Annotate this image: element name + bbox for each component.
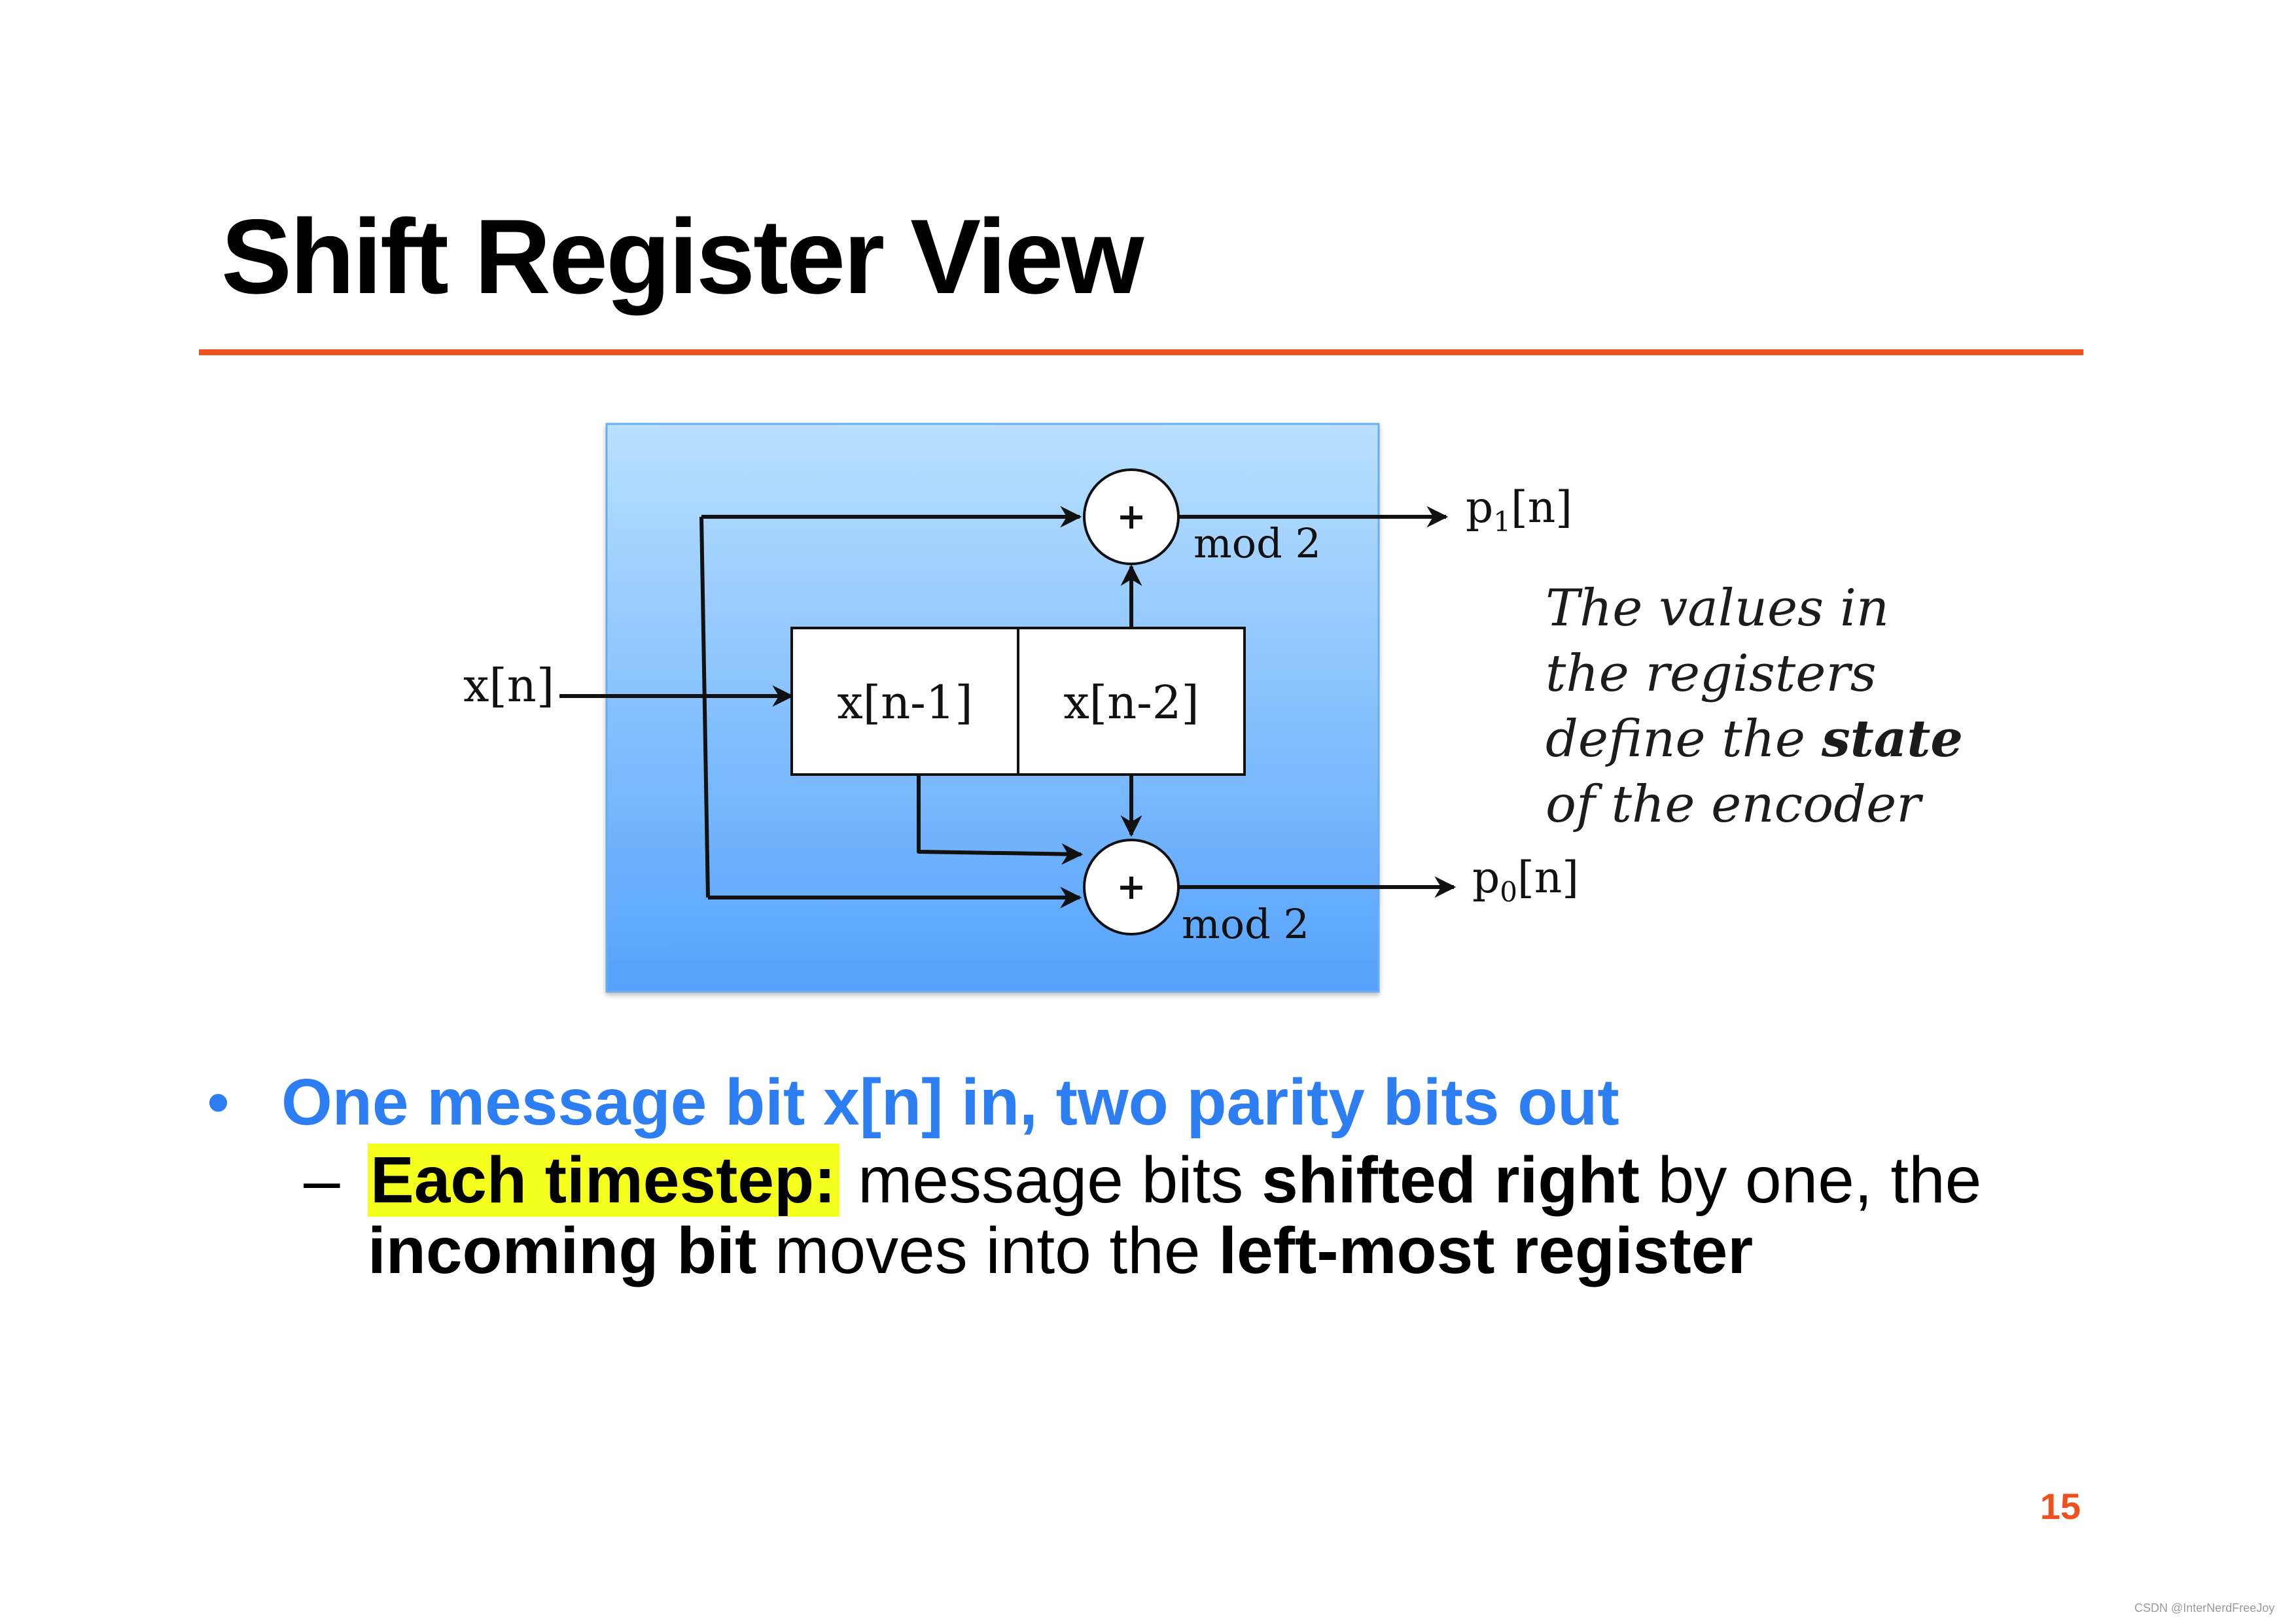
sub-bullet-marker: – xyxy=(304,1143,340,1217)
top-adder-symbol: + xyxy=(1116,495,1146,537)
bottom-mod-label: mod 2 xyxy=(1182,900,1309,948)
output-p1-label: p1[n] xyxy=(1466,482,1572,538)
sub-bullet-text: Each timestep: message bits shifted righ… xyxy=(368,1143,2200,1286)
reg1-to-bottom-adder xyxy=(917,775,1084,865)
sub-bullet-text-part: moves into the xyxy=(756,1214,1219,1287)
bullet-marker: • xyxy=(207,1066,230,1139)
top-mod-label: mod 2 xyxy=(1193,519,1321,567)
state-note-text: define the xyxy=(1545,710,1822,769)
sub-bullet-text-part: by one, the xyxy=(1639,1143,1982,1217)
emphasis-incoming-bit: incoming bit xyxy=(368,1214,757,1287)
sub-bullet-line-2: incoming bit moves into the left-most re… xyxy=(368,1215,2200,1286)
state-note: The values in the registers define the s… xyxy=(1545,576,2043,837)
slide-title: Shift Register View xyxy=(221,198,1144,316)
bottom-adder xyxy=(1083,839,1180,935)
state-note-line-3: define the state xyxy=(1545,707,2043,772)
watermark: CSDN @InterNerdFreeJoy xyxy=(2134,1601,2275,1614)
bullet-text: One message bit x[n] in, two parity bits… xyxy=(281,1066,1619,1139)
title-underline xyxy=(199,349,2083,355)
register-x-n-2 xyxy=(1017,627,1246,776)
state-note-line-1: The values in xyxy=(1545,579,1890,638)
emphasis-left-most-register: left-most register xyxy=(1218,1214,1754,1287)
output-p0-label: p0[n] xyxy=(1472,852,1579,908)
state-note-emphasis: state xyxy=(1821,709,1963,769)
bottom-adder-symbol: + xyxy=(1116,865,1146,907)
page-number: 15 xyxy=(2040,1486,2081,1527)
input-label: x[n] xyxy=(463,659,554,712)
emphasis-shifted-right: shifted right xyxy=(1262,1143,1640,1217)
top-adder xyxy=(1083,468,1180,565)
sub-bullet-line-1: Each timestep: message bits shifted righ… xyxy=(368,1143,2200,1217)
register-2-label: x[n-2] xyxy=(1063,676,1199,729)
register-1-label: x[n-1] xyxy=(837,676,972,729)
sub-bullet-text-part: message bits xyxy=(839,1143,1262,1217)
state-note-line-2: the registers xyxy=(1545,644,1877,703)
state-note-line-4: of the encoder xyxy=(1545,775,1921,834)
highlighted-phrase: Each timestep: xyxy=(368,1143,840,1217)
input-tap-wire xyxy=(699,516,710,898)
